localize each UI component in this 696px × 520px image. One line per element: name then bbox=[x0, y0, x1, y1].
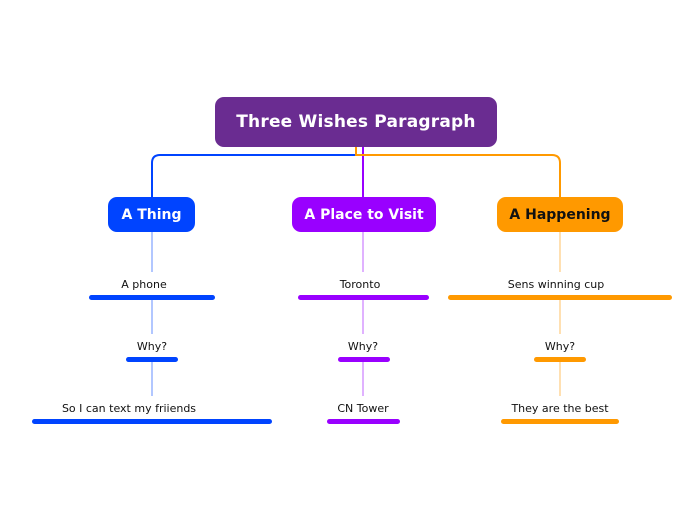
central-topic[interactable]: Three Wishes Paragraph bbox=[215, 97, 497, 147]
connector-root-a-happening bbox=[355, 147, 561, 197]
topic-they-are-the-best[interactable]: They are the best bbox=[511, 402, 609, 415]
underline-they-are-the-best bbox=[501, 419, 619, 424]
topic-cn-tower[interactable]: CN Tower bbox=[337, 402, 389, 415]
topic-why-a-happening[interactable]: Why? bbox=[544, 340, 576, 353]
underline-why-a-happening bbox=[534, 357, 586, 362]
underline-why-a-thing bbox=[126, 357, 178, 362]
underline-why-a-place bbox=[338, 357, 390, 362]
underline-sens-winning-cup bbox=[448, 295, 672, 300]
underline-cn-tower bbox=[327, 419, 400, 424]
underline-a-phone bbox=[89, 295, 215, 300]
topic-so-i-can-text[interactable]: So I can text my friiends bbox=[61, 402, 197, 415]
topic-toronto[interactable]: Toronto bbox=[339, 278, 381, 291]
topic-why-a-place[interactable]: Why? bbox=[347, 340, 379, 353]
branch-a-happening[interactable]: A Happening bbox=[497, 197, 623, 232]
topic-sens-winning-cup[interactable]: Sens winning cup bbox=[507, 278, 605, 291]
branch-a-thing[interactable]: A Thing bbox=[108, 197, 195, 232]
underline-so-i-can-text bbox=[32, 419, 272, 424]
branch-a-place-to-visit[interactable]: A Place to Visit bbox=[292, 197, 436, 232]
underline-toronto bbox=[298, 295, 429, 300]
topic-a-phone[interactable]: A phone bbox=[121, 278, 167, 291]
connector-root-a-thing bbox=[151, 147, 357, 197]
topic-why-a-thing[interactable]: Why? bbox=[136, 340, 168, 353]
